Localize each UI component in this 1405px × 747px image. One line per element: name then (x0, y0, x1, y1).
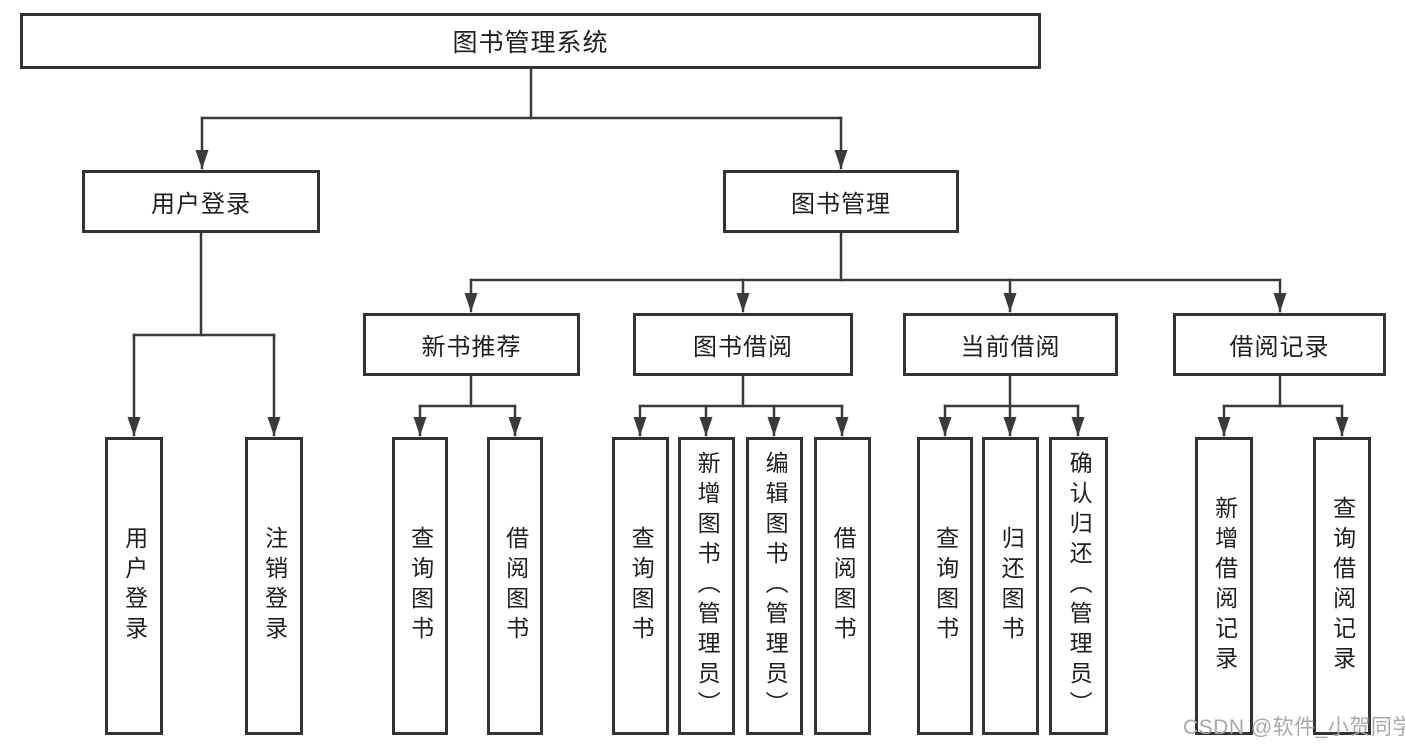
node-leaf-rec-borrow-books-label: 借阅图书 (502, 526, 529, 646)
node-leaf-rec-query-books: 查询图书 (392, 437, 448, 735)
node-leaf-cb-return-books: 归还图书 (982, 437, 1039, 735)
node-leaf-bb-add-books: 新增图书（管理员） (678, 437, 735, 735)
node-leaf-user-login-label: 用户登录 (121, 526, 148, 646)
node-leaf-logout: 注销登录 (245, 437, 303, 735)
node-new-book-recommend-label: 新书推荐 (421, 334, 522, 361)
node-leaf-logout-label: 注销登录 (261, 526, 288, 646)
node-current-borrowing: 当前借阅 (903, 313, 1118, 376)
node-book-borrowing: 图书借阅 (633, 313, 853, 376)
node-leaf-br-add-record: 新增借阅记录 (1195, 437, 1253, 735)
node-leaf-br-query-record-label: 查询借阅记录 (1329, 496, 1356, 676)
node-leaf-rec-borrow-books: 借阅图书 (487, 437, 543, 735)
node-leaf-bb-add-books-label: 新增图书（管理员） (694, 451, 721, 721)
node-root: 图书管理系统 (20, 13, 1041, 69)
node-user-login: 用户登录 (82, 170, 320, 233)
node-root-label: 图书管理系统 (452, 29, 609, 57)
node-leaf-bb-borrow-books-label: 借阅图书 (830, 526, 857, 646)
node-book-management-label: 图书管理 (791, 191, 891, 218)
node-leaf-cb-query-books: 查询图书 (917, 437, 973, 735)
node-leaf-cb-confirm-return-label: 确认归还（管理员） (1066, 451, 1093, 721)
node-borrowing-records: 借阅记录 (1173, 313, 1386, 376)
node-user-login-label: 用户登录 (151, 191, 251, 218)
watermark: CSDN @软件_小贺同学 (1183, 716, 1405, 739)
node-leaf-cb-query-books-label: 查询图书 (932, 526, 959, 646)
node-leaf-rec-query-books-label: 查询图书 (407, 526, 434, 646)
node-leaf-cb-return-books-label: 归还图书 (998, 526, 1025, 646)
node-leaf-bb-query-books-label: 查询图书 (628, 526, 655, 646)
node-leaf-bb-edit-books: 编辑图书（管理员） (746, 437, 803, 735)
node-current-borrowing-label: 当前借阅 (960, 334, 1061, 361)
node-leaf-br-add-record-label: 新增借阅记录 (1211, 496, 1238, 676)
node-leaf-bb-borrow-books: 借阅图书 (814, 437, 871, 735)
node-leaf-bb-edit-books-label: 编辑图书（管理员） (762, 451, 789, 721)
node-leaf-br-query-record: 查询借阅记录 (1313, 437, 1371, 735)
node-new-book-recommend: 新书推荐 (363, 313, 580, 376)
node-leaf-bb-query-books: 查询图书 (612, 437, 669, 735)
node-leaf-user-login: 用户登录 (105, 437, 163, 735)
node-book-borrowing-label: 图书借阅 (693, 334, 793, 361)
node-leaf-cb-confirm-return: 确认归还（管理员） (1049, 437, 1108, 735)
node-borrowing-records-label: 借阅记录 (1229, 334, 1330, 361)
node-book-management: 图书管理 (723, 170, 959, 233)
